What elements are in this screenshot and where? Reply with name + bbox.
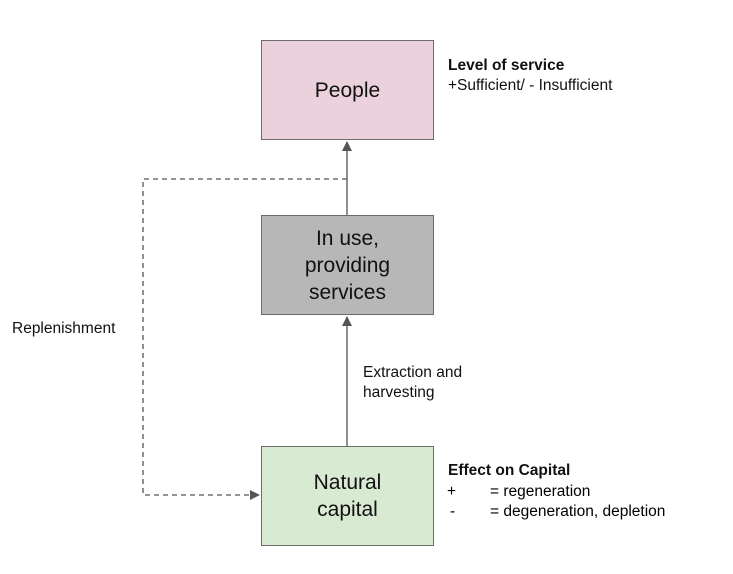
legend-meaning-regeneration: = regeneration [490,483,591,500]
replenishment-dashed-arrow [142,178,347,500]
level-of-service-title: Level of service [448,57,565,74]
legend-meaning-degeneration: = degeneration, depletion [490,503,666,520]
legend-symbol-minus: - [450,503,456,520]
effect-on-capital-title: Effect on Capital [448,462,571,479]
people-node: People [261,40,434,140]
in-use-label: In use, providing services [304,226,391,304]
natural-capital-label: Natural capital [313,471,382,521]
replenishment-label: Replenishment [12,320,116,337]
legend-symbol-plus: + [447,483,457,500]
natural-capital-node: Natural capital [261,446,434,546]
in-use-node: In use, providing services [261,215,434,315]
extraction-label: Extraction and harvesting [363,364,463,401]
people-label: People [314,78,381,102]
level-of-service-description: +Sufficient/ - Insufficient [448,77,613,94]
